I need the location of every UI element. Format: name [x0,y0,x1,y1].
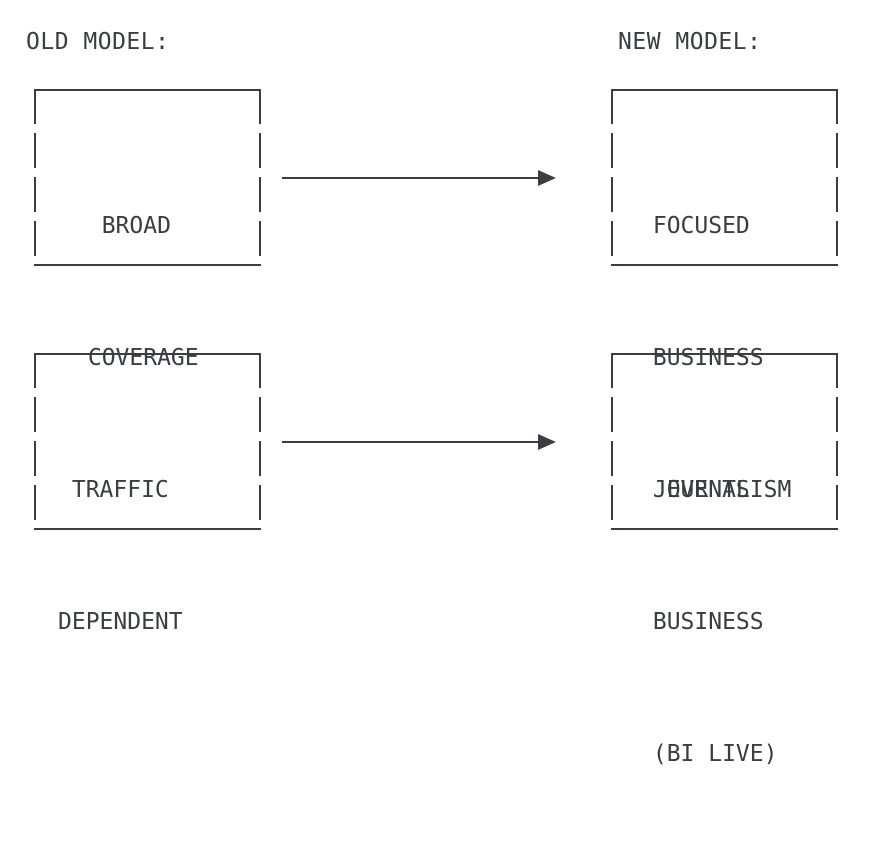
box-bottom-border [34,528,261,530]
broad-coverage-box: BROAD COVERAGE [34,89,261,371]
transition-arrow [282,434,556,450]
box-right-border [836,89,838,266]
box-label-line: EVENTS [639,477,750,503]
box-label-line: BUSINESS [639,345,764,371]
transition-arrow [282,170,556,186]
box-label-line: TRAFFIC [58,477,169,503]
box-label-line: JOURNALISM [639,477,792,503]
box-label: EVENTS BUSINESS (BI LIVE) [611,380,838,864]
box-label-line: BROAD [74,213,171,239]
box-label: TRAFFIC DEPENDENT [34,380,261,864]
box-right-border [836,353,838,530]
traffic-dependent-box: TRAFFIC DEPENDENT [34,353,261,635]
box-label-line [58,732,261,776]
events-business-box: EVENTS BUSINESS (BI LIVE) [611,353,838,767]
box-top-border [611,353,838,355]
box-bottom-border [611,528,838,530]
old-model-heading: OLD MODEL: [26,29,170,55]
new-model-heading: NEW MODEL: [618,29,762,55]
box-left-border [34,353,36,530]
focused-business-journalism-box: FOCUSED BUSINESS JOURNALISM [611,89,838,503]
box-bottom-border [611,264,838,266]
box-left-border [34,89,36,266]
box-bottom-border [34,264,261,266]
box-top-border [611,89,838,91]
box-top-border [34,89,261,91]
box-label-line: COVERAGE [74,345,199,371]
box-label: FOCUSED BUSINESS JOURNALISM [611,116,838,600]
box-label-line: DEPENDENT [58,609,183,635]
box-left-border [611,353,613,530]
box-left-border [611,89,613,266]
box-label-line: BUSINESS [639,609,764,635]
box-label-line: FOCUSED [639,213,750,239]
box-label: BROAD COVERAGE [34,116,261,600]
box-label-line: (BI LIVE) [639,741,778,767]
box-right-border [259,353,261,530]
box-top-border [34,353,261,355]
box-right-border [259,89,261,266]
